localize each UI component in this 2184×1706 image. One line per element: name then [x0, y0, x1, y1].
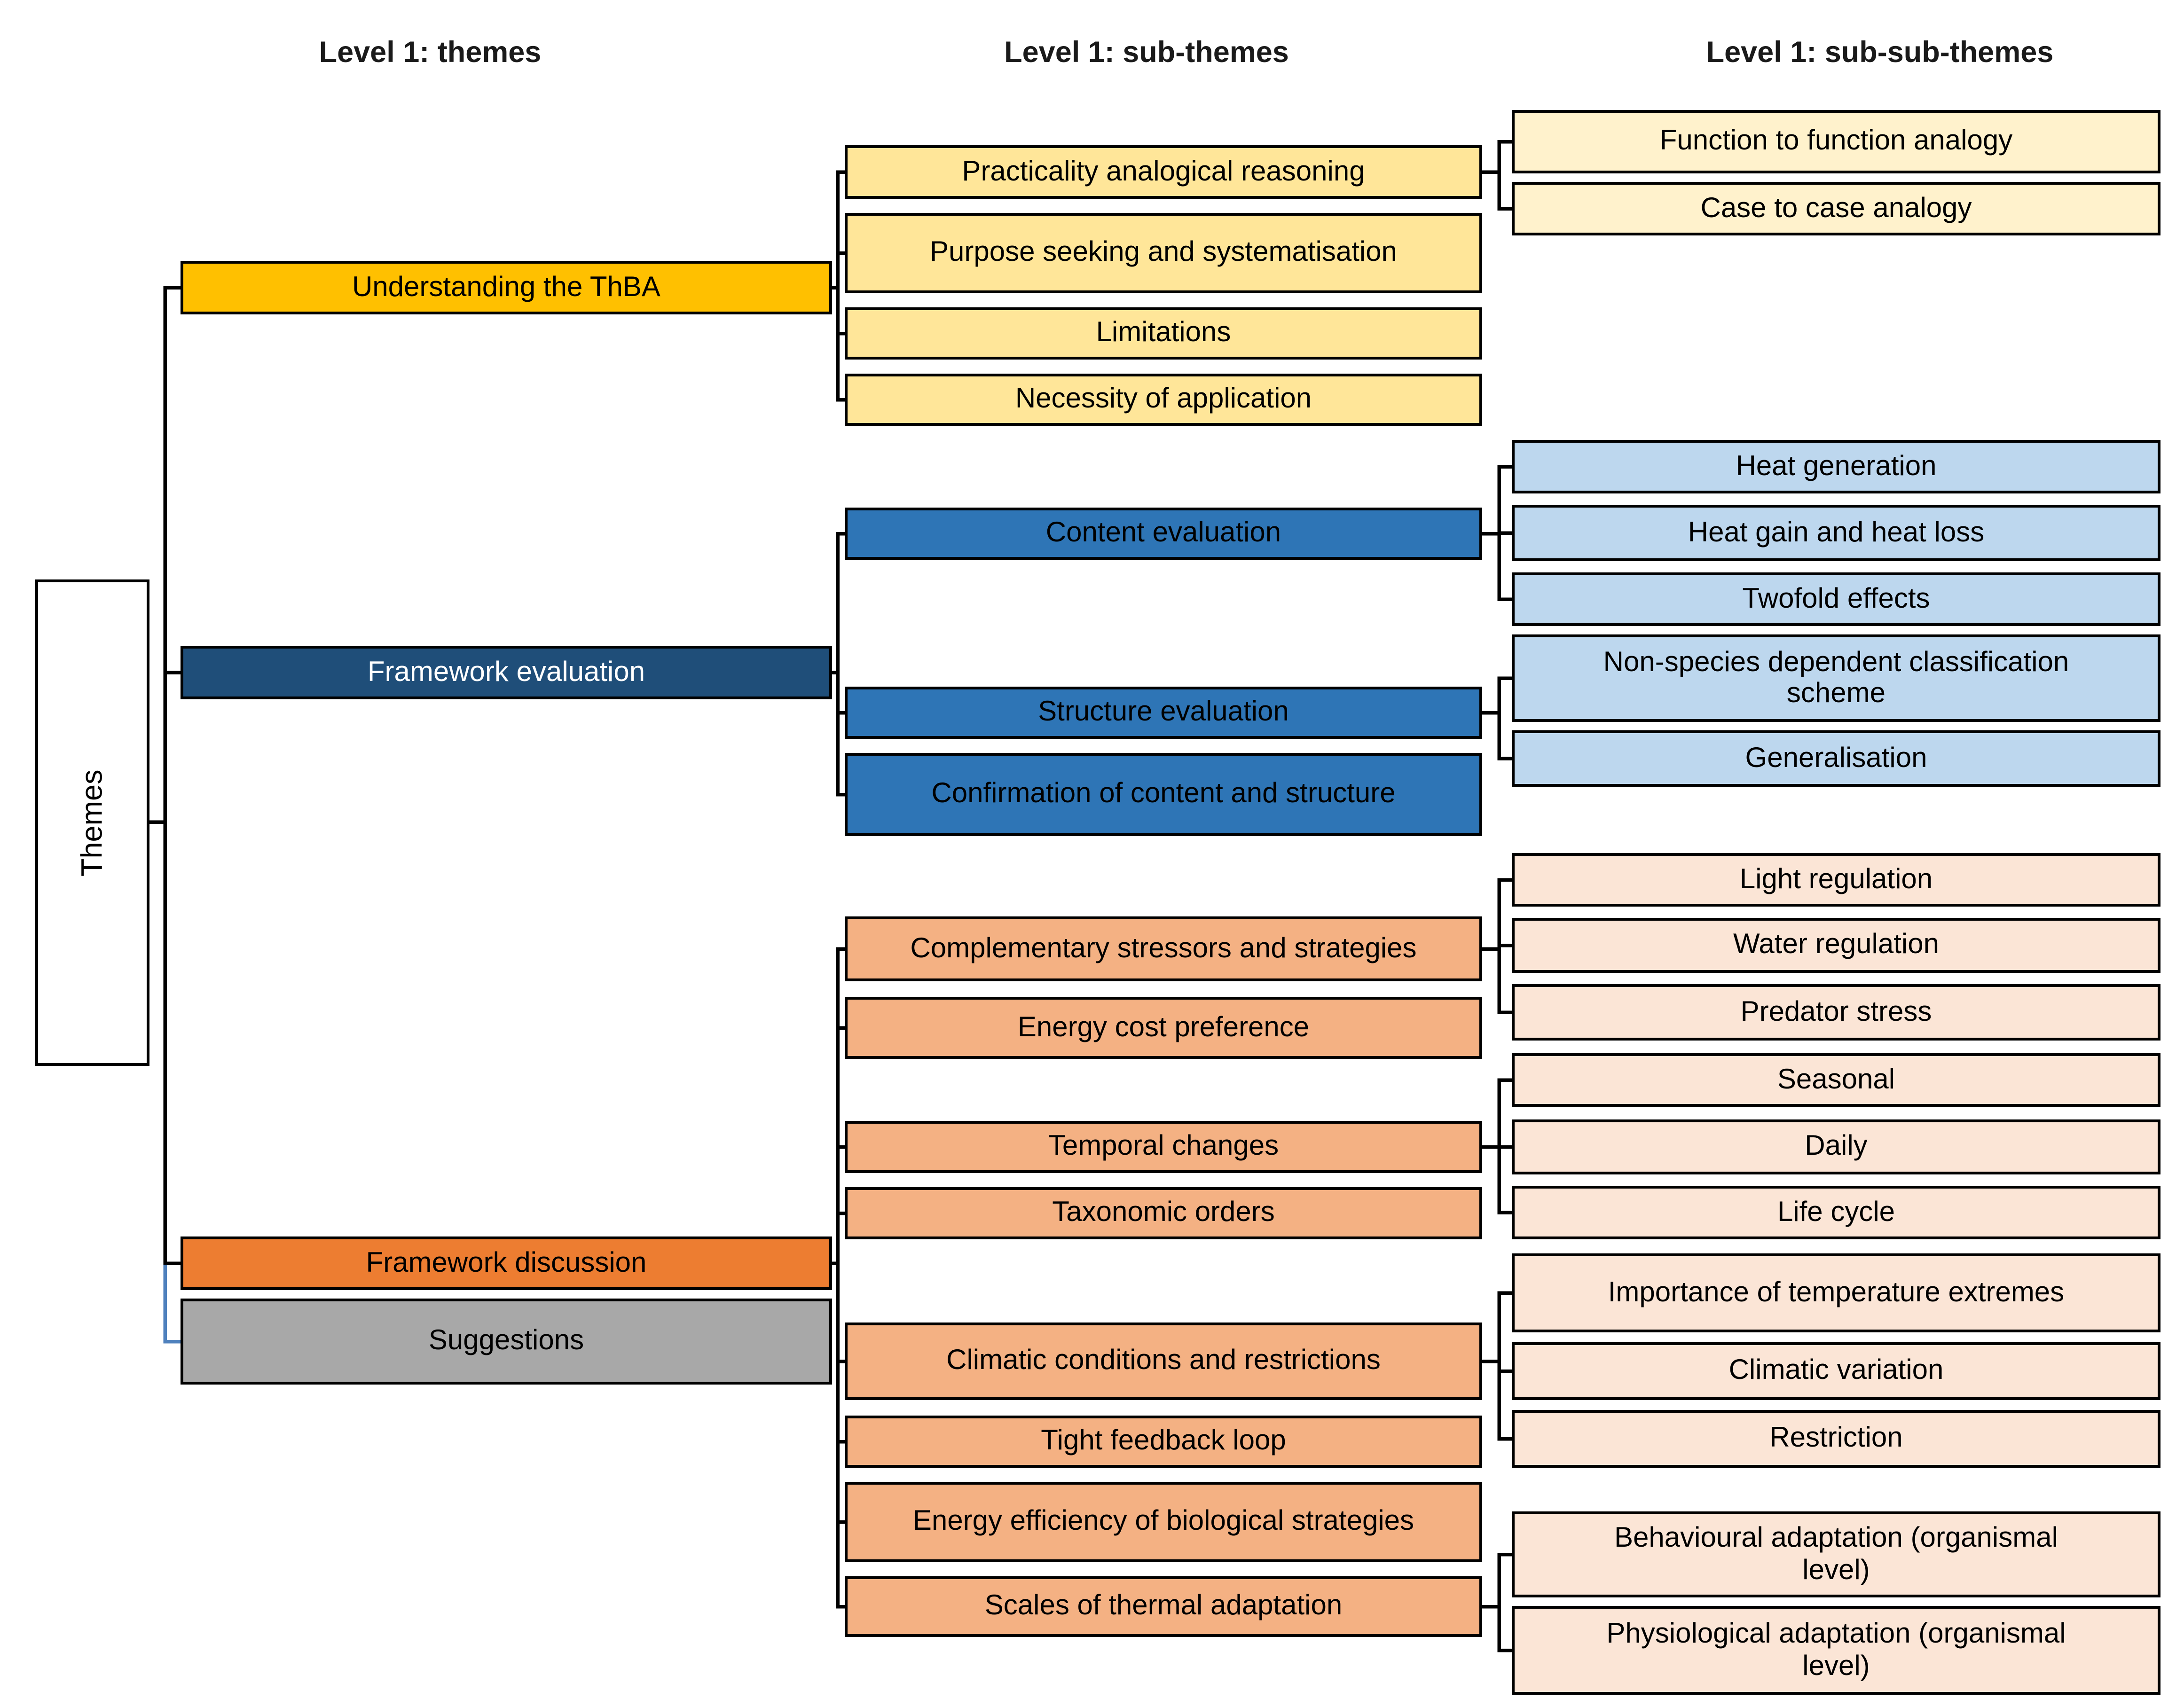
- sub-sub-theme-box-heat-gain-heat-loss: Heat gain and heat loss: [1512, 505, 2160, 561]
- connector-trunk: [149, 286, 181, 1265]
- connector-branch-climatic-conditions: [1482, 1291, 1512, 1441]
- sub-theme-box-scales-thermal-adaptation: Scales of thermal adaptation: [845, 1576, 1482, 1637]
- sub-theme-box-structure-evaluation: Structure evaluation: [845, 687, 1482, 739]
- sub-sub-theme-box-light-regulation: Light regulation: [1512, 853, 2160, 907]
- sub-sub-theme-box-heat-generation: Heat generation: [1512, 440, 2160, 493]
- theme-box-framework-evaluation: Framework evaluation: [181, 646, 832, 699]
- sub-sub-theme-box-twofold-effects: Twofold effects: [1512, 572, 2160, 626]
- sub-sub-theme-box-water-regulation: Water regulation: [1512, 918, 2160, 973]
- sub-sub-theme-box-non-species-dependent: Non-species dependent classification sch…: [1512, 634, 2160, 722]
- theme-box-framework-discussion: Framework discussion: [181, 1236, 832, 1290]
- sub-theme-box-purpose-seeking-systematisation: Purpose seeking and systematisation: [845, 213, 1482, 293]
- sub-sub-theme-box-case-to-case-analogy: Case to case analogy: [1512, 182, 2160, 235]
- sub-sub-theme-box-predator-stress: Predator stress: [1512, 984, 2160, 1041]
- sub-theme-box-confirmation-content-structure: Confirmation of content and structure: [845, 753, 1482, 836]
- connector-branch-understanding-thba: [832, 170, 845, 402]
- sub-theme-box-taxonomic-orders: Taxonomic orders: [845, 1187, 1482, 1239]
- connector-branch-complementary-stressors: [1482, 878, 1512, 1014]
- sub-theme-box-limitations: Limitations: [845, 307, 1482, 360]
- sub-sub-theme-box-behavioural-adaptation: Behavioural adaptation (organismal level…: [1512, 1511, 2160, 1597]
- sub-theme-box-energy-efficiency-biological: Energy efficiency of biological strategi…: [845, 1482, 1482, 1562]
- connector-branch-content-evaluation: [1482, 465, 1512, 601]
- sub-theme-box-content-evaluation: Content evaluation: [845, 508, 1482, 560]
- sub-sub-theme-box-importance-temperature-extremes: Importance of temperature extremes: [1512, 1253, 2160, 1332]
- root-label: Themes: [76, 769, 109, 876]
- connector-suggestions-blue: [163, 1265, 181, 1344]
- sub-sub-theme-box-life-cycle: Life cycle: [1512, 1186, 2160, 1239]
- sub-sub-theme-box-daily: Daily: [1512, 1119, 2160, 1174]
- column-header-level1-themes: Level 1: themes: [319, 37, 542, 69]
- connector-branch-structure-evaluation: [1482, 676, 1512, 760]
- connector-branch-framework-discussion: [832, 947, 845, 1609]
- theme-box-understanding-thba: Understanding the ThBA: [181, 261, 832, 314]
- sub-theme-box-temporal-changes: Temporal changes: [845, 1121, 1482, 1173]
- sub-theme-box-energy-cost-preference: Energy cost preference: [845, 997, 1482, 1059]
- column-header-level1-sub-themes: Level 1: sub-themes: [1004, 37, 1289, 69]
- sub-sub-theme-box-climatic-variation: Climatic variation: [1512, 1342, 2160, 1400]
- sub-sub-theme-box-generalisation: Generalisation: [1512, 730, 2160, 787]
- sub-theme-box-necessity-of-application: Necessity of application: [845, 374, 1482, 426]
- connector-branch-practicality: [1482, 140, 1512, 211]
- sub-theme-box-practicality-analogical-reasoning: Practicality analogical reasoning: [845, 145, 1482, 199]
- sub-sub-theme-box-seasonal: Seasonal: [1512, 1053, 2160, 1107]
- connector-branch-framework-evaluation: [832, 532, 845, 797]
- connector-branch-temporal-changes: [1482, 1078, 1512, 1214]
- column-header-level1-sub-sub-themes: Level 1: sub-sub-themes: [1706, 37, 2054, 69]
- theme-box-suggestions: Suggestions: [181, 1299, 832, 1385]
- root-box-themes: Themes: [35, 579, 149, 1066]
- sub-sub-theme-box-function-to-function-analogy: Function to function analogy: [1512, 110, 2160, 173]
- sub-theme-box-tight-feedback-loop: Tight feedback loop: [845, 1416, 1482, 1468]
- sub-theme-box-climatic-conditions-restrictions: Climatic conditions and restrictions: [845, 1323, 1482, 1400]
- sub-sub-theme-box-restriction: Restriction: [1512, 1410, 2160, 1468]
- sub-sub-theme-box-physiological-adaptation: Physiological adaptation (organismal lev…: [1512, 1606, 2160, 1695]
- sub-theme-box-complementary-stressors-strategies: Complementary stressors and strategies: [845, 916, 1482, 981]
- connector-branch-scales-thermal: [1482, 1552, 1512, 1652]
